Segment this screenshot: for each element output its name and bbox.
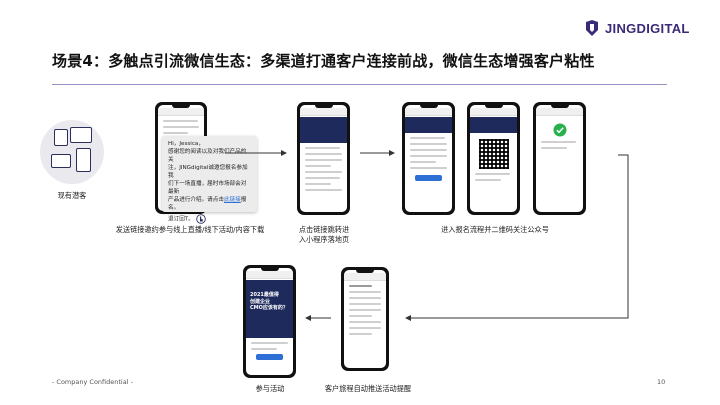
qr-code-icon bbox=[478, 139, 509, 169]
sms-link-suffix: 报名。 bbox=[168, 197, 247, 211]
sms-signoff: 退订回T。 bbox=[168, 216, 194, 223]
hand-cursor-icon bbox=[195, 214, 206, 224]
poster-headline: 2021最值得 创建企业 CMO应该有的？ bbox=[250, 292, 289, 312]
phone-form-screen bbox=[405, 105, 452, 212]
phone-icon bbox=[76, 148, 91, 172]
arrow-step3-to-step4 bbox=[405, 154, 629, 321]
step3-caption: 进入报名流程并二维码关注公众号 bbox=[441, 225, 549, 234]
confidential-footer: - Company Confidential - bbox=[52, 378, 133, 386]
jingdigital-logo-icon bbox=[586, 20, 598, 36]
sms-line: 们下一场直播，届时市场部会对最新 bbox=[168, 181, 247, 195]
logo-text: JINGDIGITAL bbox=[605, 20, 690, 36]
phone-success-screen bbox=[536, 105, 583, 212]
phone-qr-code bbox=[467, 102, 520, 215]
sms-line: 产品进行介绍。 bbox=[168, 197, 208, 203]
step2-caption-line1: 点击链接跳转进 bbox=[298, 225, 350, 234]
page-number: 10 bbox=[657, 378, 666, 386]
sms-line: 感谢您的阅读以及对我们产品的关 bbox=[168, 149, 247, 163]
sms-registration-link[interactable]: 此链接 bbox=[223, 197, 241, 203]
phone-event-poster: 2021最值得 创建企业 CMO应该有的？ bbox=[243, 265, 296, 378]
phone-landing-page bbox=[297, 102, 350, 215]
mail-icon bbox=[51, 154, 71, 168]
sms-link-prefix: 请点击 bbox=[207, 197, 224, 203]
step4-caption: 客户旅程自动推送活动提醒 bbox=[324, 384, 412, 393]
poster-headline-line2: 创建企业 bbox=[250, 298, 271, 305]
phone-follow-success bbox=[533, 102, 586, 215]
phone-qr-screen bbox=[470, 105, 517, 212]
poster-headline-line1: 2021最值得 bbox=[250, 292, 279, 298]
phone-reminder-screen bbox=[344, 270, 386, 368]
phone-registration-form bbox=[402, 102, 455, 215]
poster-headline-line3: CMO应该有的？ bbox=[250, 305, 288, 311]
sms-line: 注，JINGdigital诚邀您报名参加我 bbox=[168, 165, 248, 179]
success-check-icon bbox=[553, 123, 566, 137]
title-divider bbox=[52, 84, 667, 85]
sms-message-callout: Hi，Jessica， 感谢您的阅读以及对我们产品的关 注，JINGdigita… bbox=[162, 136, 257, 224]
step2-caption-line2: 入小程序落地页 bbox=[298, 235, 350, 244]
existing-leads-illustration bbox=[40, 120, 104, 184]
existing-leads-label: 现有潜客 bbox=[57, 191, 87, 200]
tablet-icon bbox=[54, 129, 68, 146]
page-title: 场景4：多触点引流微信生态：多渠道打通客户连接前战，微信生态增强客户粘性 bbox=[52, 52, 595, 70]
sms-line: Hi，Jessica， bbox=[168, 141, 204, 147]
step2-caption: 点击链接跳转进 入小程序落地页 bbox=[291, 225, 357, 245]
step1-caption: 发送链接邀约参与线上直播/线下活动/内容下载 bbox=[115, 225, 265, 234]
monitor-icon bbox=[70, 127, 92, 143]
step5-caption: 参与活动 bbox=[255, 384, 285, 393]
phone-poster-screen: 2021最值得 创建企业 CMO应该有的？ bbox=[246, 268, 293, 375]
brand-logo: JINGDIGITAL bbox=[584, 20, 690, 36]
phone-journey-reminder bbox=[341, 267, 389, 371]
phone-landing-screen bbox=[300, 105, 347, 212]
